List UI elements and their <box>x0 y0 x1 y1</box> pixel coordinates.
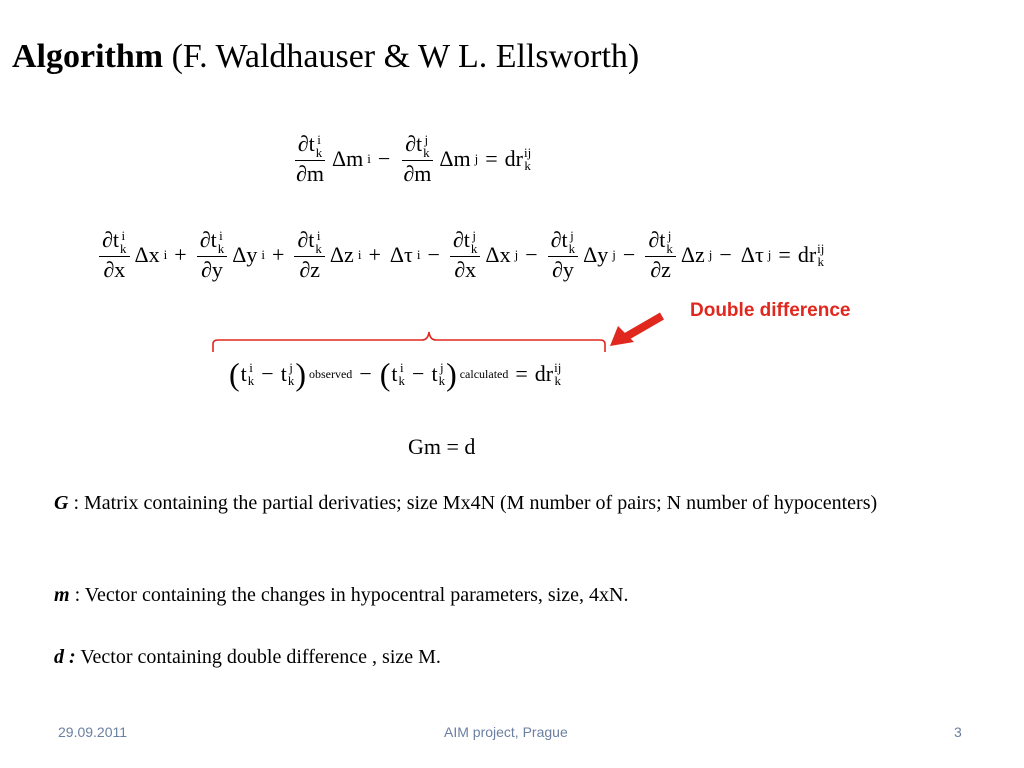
definition-d: d : Vector containing double difference … <box>54 646 441 668</box>
footer-page-number: 3 <box>954 724 962 740</box>
footer-project: AIM project, Prague <box>444 724 568 740</box>
double-difference-label: Double difference <box>690 300 851 321</box>
title-bold: Algorithm <box>12 38 164 75</box>
slide-title: Algorithm (F. Waldhauser & W L. Ellswort… <box>12 38 639 76</box>
curly-brace <box>212 331 606 352</box>
definition-G: G : Matrix containing the partial deriva… <box>54 492 878 514</box>
definition-m: m : Vector containing the changes in hyp… <box>54 584 629 606</box>
title-authors: (F. Waldhauser & W L. Ellsworth) <box>171 38 640 75</box>
equation-4: Gm = d <box>408 434 476 459</box>
footer-date: 29.09.2011 <box>58 724 128 740</box>
red-arrow-icon <box>610 312 665 346</box>
